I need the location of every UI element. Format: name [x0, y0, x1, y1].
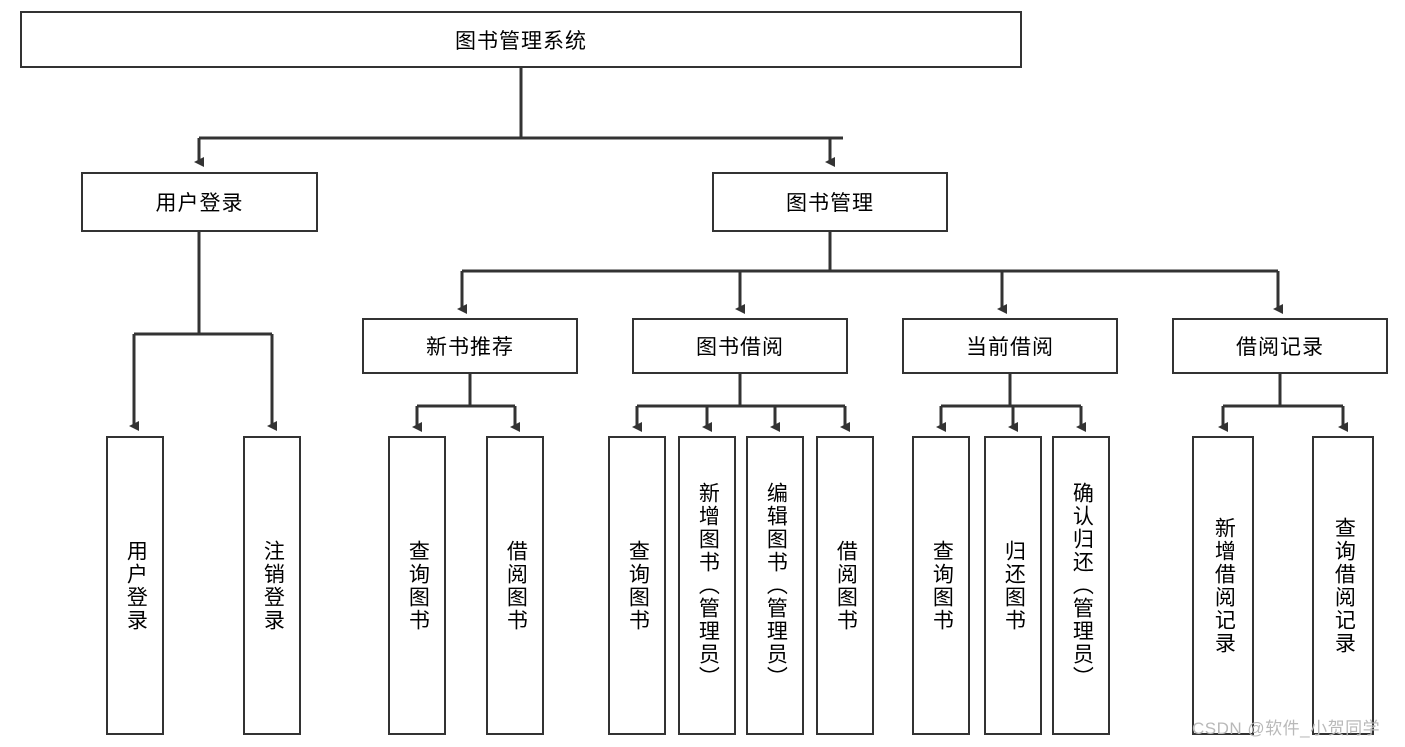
node-leaf-borrow-book-1[interactable]: 借阅图书 — [486, 436, 544, 735]
node-leaf-user-logout[interactable]: 注销登录 — [243, 436, 301, 735]
node-book-manage[interactable]: 图书管理 — [712, 172, 948, 232]
node-leaf-query-record-label: 查询借阅记录 — [1332, 516, 1356, 655]
node-user-login-label: 用户登录 — [155, 192, 244, 215]
node-root-label: 图书管理系统 — [455, 29, 587, 53]
node-leaf-add-book-label: 新增图书（管理员） — [696, 482, 720, 689]
node-new-book-rec[interactable]: 新书推荐 — [362, 318, 578, 374]
node-leaf-borrow-book-2[interactable]: 借阅图书 — [816, 436, 874, 735]
node-leaf-user-login[interactable]: 用户登录 — [106, 436, 164, 735]
node-new-book-rec-label: 新书推荐 — [426, 336, 514, 359]
node-leaf-query-book-3-label: 查询图书 — [930, 539, 954, 632]
node-leaf-borrow-book-1-label: 借阅图书 — [504, 539, 528, 632]
csdn-watermark: CSDN @软件_小贺同学 — [1192, 719, 1381, 738]
node-leaf-return-book-label: 归还图书 — [1002, 539, 1026, 632]
node-book-borrow-label: 图书借阅 — [696, 336, 784, 359]
node-leaf-confirm-return-label: 确认归还（管理员） — [1070, 482, 1094, 689]
node-leaf-edit-book[interactable]: 编辑图书（管理员） — [746, 436, 804, 735]
node-book-borrow[interactable]: 图书借阅 — [632, 318, 848, 374]
node-current-borrow-label: 当前借阅 — [966, 336, 1054, 359]
node-leaf-add-record[interactable]: 新增借阅记录 — [1192, 436, 1254, 735]
node-current-borrow[interactable]: 当前借阅 — [902, 318, 1118, 374]
node-borrow-record[interactable]: 借阅记录 — [1172, 318, 1388, 374]
node-leaf-query-book-1[interactable]: 查询图书 — [388, 436, 446, 735]
node-leaf-borrow-book-2-label: 借阅图书 — [834, 539, 858, 632]
node-leaf-user-logout-label: 注销登录 — [261, 539, 285, 632]
node-leaf-query-book-2[interactable]: 查询图书 — [608, 436, 666, 735]
node-leaf-query-book-2-label: 查询图书 — [626, 539, 650, 632]
node-leaf-query-book-3[interactable]: 查询图书 — [912, 436, 970, 735]
node-book-manage-label: 图书管理 — [786, 192, 874, 215]
node-leaf-add-record-label: 新增借阅记录 — [1212, 516, 1236, 655]
node-leaf-user-login-label: 用户登录 — [124, 539, 148, 632]
node-leaf-query-book-1-label: 查询图书 — [406, 539, 430, 632]
node-leaf-add-book[interactable]: 新增图书（管理员） — [678, 436, 736, 735]
node-leaf-query-record[interactable]: 查询借阅记录 — [1312, 436, 1374, 735]
node-leaf-edit-book-label: 编辑图书（管理员） — [764, 482, 788, 689]
node-user-login[interactable]: 用户登录 — [81, 172, 318, 232]
node-root[interactable]: 图书管理系统 — [20, 11, 1022, 68]
node-leaf-return-book[interactable]: 归还图书 — [984, 436, 1042, 735]
node-borrow-record-label: 借阅记录 — [1236, 336, 1324, 359]
node-leaf-confirm-return[interactable]: 确认归还（管理员） — [1052, 436, 1110, 735]
